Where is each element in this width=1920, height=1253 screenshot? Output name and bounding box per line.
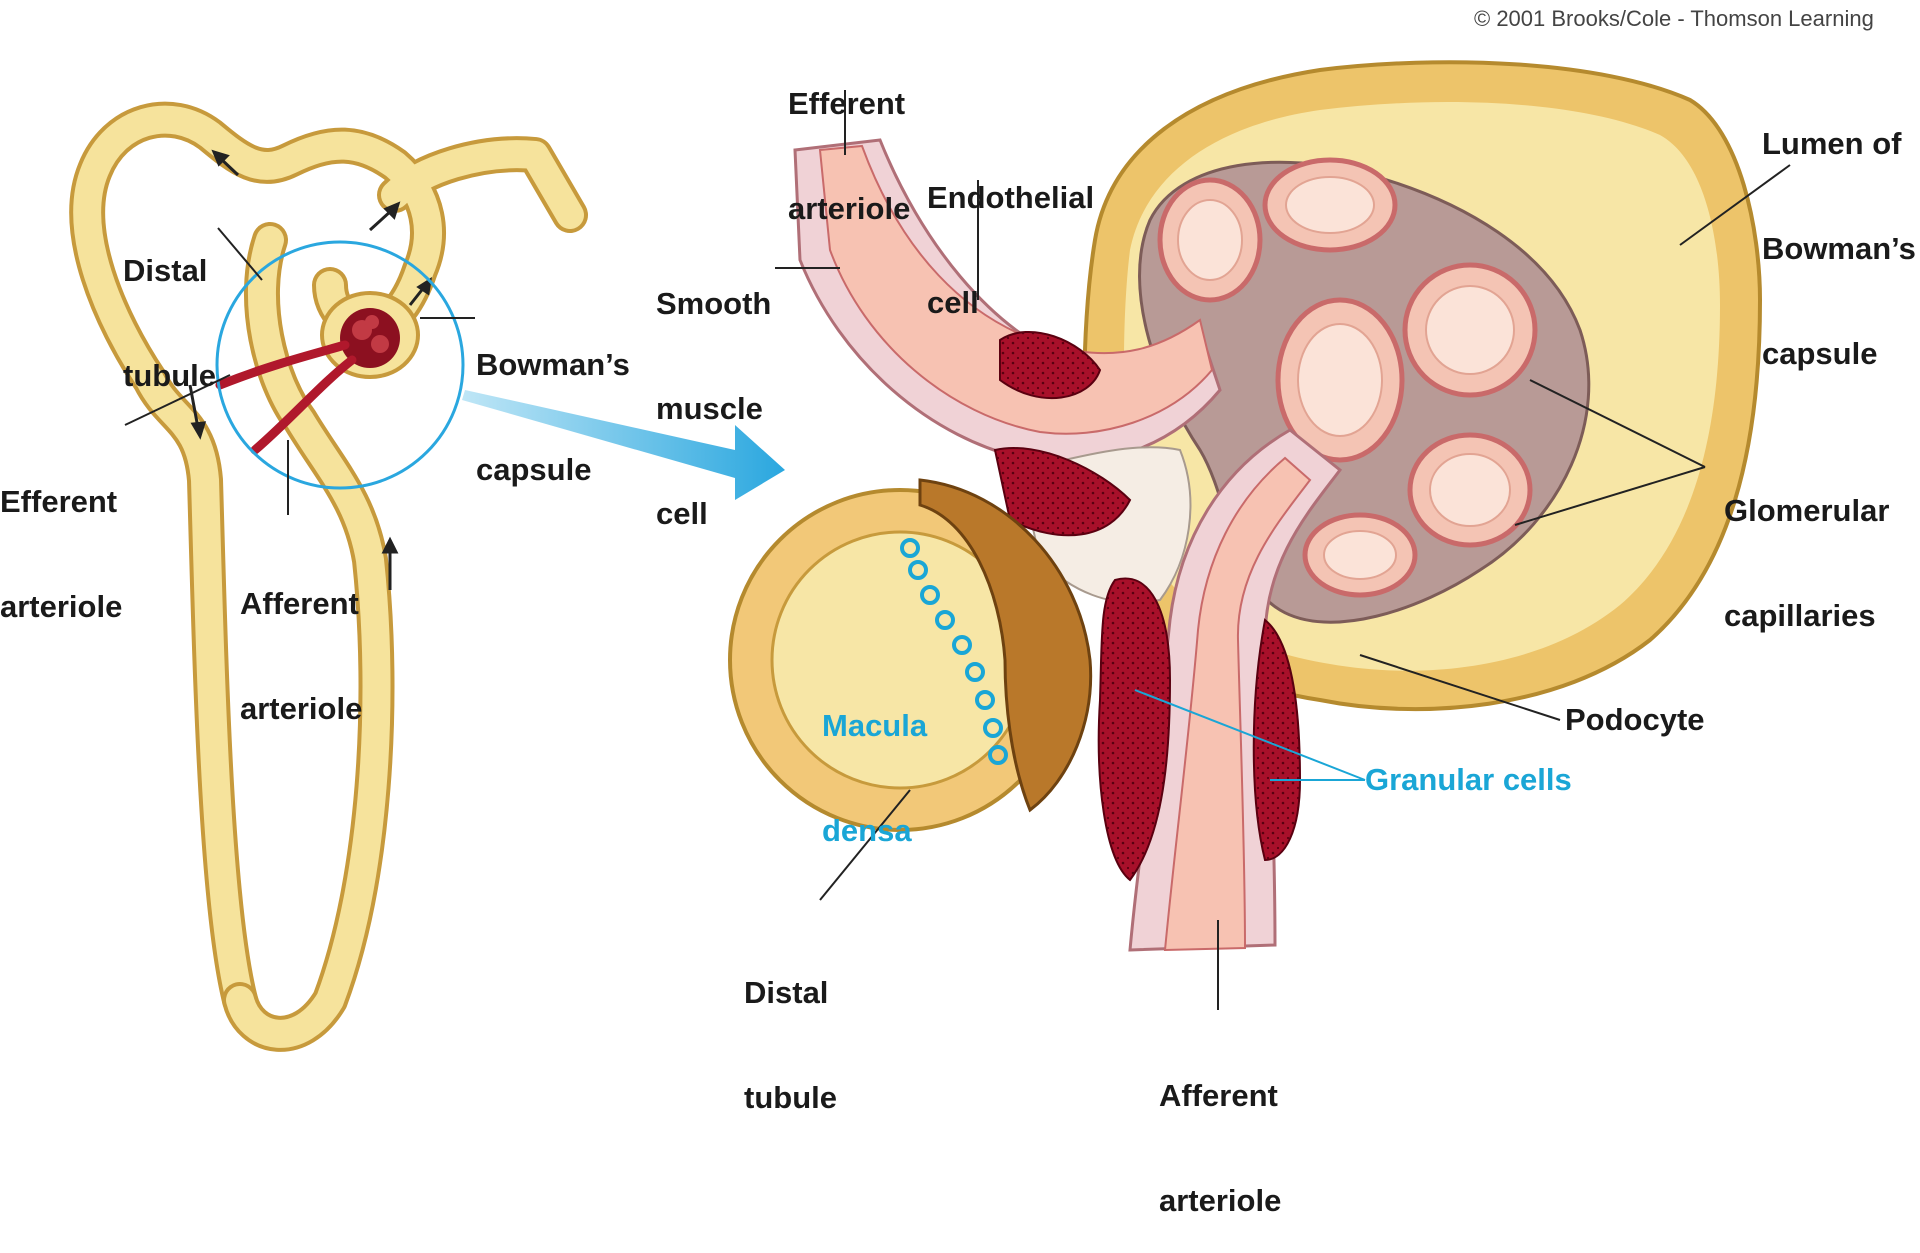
label-line: arteriole bbox=[788, 191, 910, 226]
label-line: muscle bbox=[656, 391, 771, 426]
capillary-lumen bbox=[1430, 454, 1510, 526]
capillary-lumen bbox=[1324, 531, 1396, 579]
label-distal-tubule-detail: Distal tubule bbox=[744, 905, 837, 1150]
label-line: tubule bbox=[744, 1080, 837, 1115]
juxtaglomerular-apparatus-diagram: © 2001 Brooks/Cole - Thomson Learning Di… bbox=[0, 0, 1920, 1080]
label-afferent-arteriole-detail: Afferent arteriole bbox=[1159, 1008, 1281, 1253]
label-line: arteriole bbox=[1159, 1183, 1281, 1218]
label-line: capsule bbox=[1762, 336, 1916, 371]
label-efferent-arteriole-detail: Efferent arteriole bbox=[788, 16, 910, 261]
glomerulus-loop bbox=[371, 335, 389, 353]
label-granular-cells: Granular cells bbox=[1365, 762, 1572, 797]
copyright-notice: © 2001 Brooks/Cole - Thomson Learning bbox=[1474, 6, 1874, 32]
label-smooth-muscle-cell: Smooth muscle cell bbox=[656, 216, 771, 566]
label-distal-tubule-overview: Distal tubule bbox=[123, 183, 216, 428]
glomerulus-loop bbox=[365, 315, 379, 329]
label-efferent-arteriole-overview: Efferent arteriole bbox=[0, 414, 122, 659]
label-line: arteriole bbox=[240, 691, 362, 726]
label-line: Lumen of bbox=[1762, 126, 1916, 161]
label-line: cell bbox=[656, 496, 771, 531]
label-lumen-bowmans-capsule: Lumen of Bowman’s capsule bbox=[1762, 56, 1916, 406]
label-line: Bowman’s bbox=[1762, 231, 1916, 266]
capillary-lumen bbox=[1426, 286, 1514, 374]
label-line: Glomerular bbox=[1724, 493, 1889, 528]
label-line: Afferent bbox=[1159, 1078, 1281, 1113]
label-endothelial-cell: Endothelial cell bbox=[927, 110, 1094, 355]
arrow-icon bbox=[384, 540, 396, 552]
label-line: cell bbox=[927, 285, 1094, 320]
label-line: arteriole bbox=[0, 589, 122, 624]
label-line: Smooth bbox=[656, 286, 771, 321]
capillary-lumen bbox=[1286, 177, 1374, 233]
label-line: densa bbox=[822, 813, 927, 848]
label-glomerular-capillaries: Glomerular capillaries bbox=[1724, 423, 1889, 668]
label-line: Efferent bbox=[788, 86, 910, 121]
label-line: Efferent bbox=[0, 484, 122, 519]
label-line: tubule bbox=[123, 358, 216, 393]
label-podocyte: Podocyte bbox=[1565, 702, 1705, 737]
label-afferent-arteriole-overview: Afferent arteriole bbox=[240, 516, 362, 761]
label-line: Distal bbox=[744, 975, 837, 1010]
label-line: Macula bbox=[822, 708, 927, 743]
label-line: Distal bbox=[123, 253, 216, 288]
label-macula-densa: Macula densa bbox=[822, 638, 927, 883]
label-line: Bowman’s bbox=[476, 347, 630, 382]
capillary-lumen bbox=[1298, 324, 1382, 436]
label-bowmans-capsule-overview: Bowman’s capsule bbox=[476, 277, 630, 522]
label-line: Afferent bbox=[240, 586, 362, 621]
label-line: capsule bbox=[476, 452, 630, 487]
capillary-lumen bbox=[1178, 200, 1242, 280]
label-line: capillaries bbox=[1724, 598, 1889, 633]
label-line: Endothelial bbox=[927, 180, 1094, 215]
